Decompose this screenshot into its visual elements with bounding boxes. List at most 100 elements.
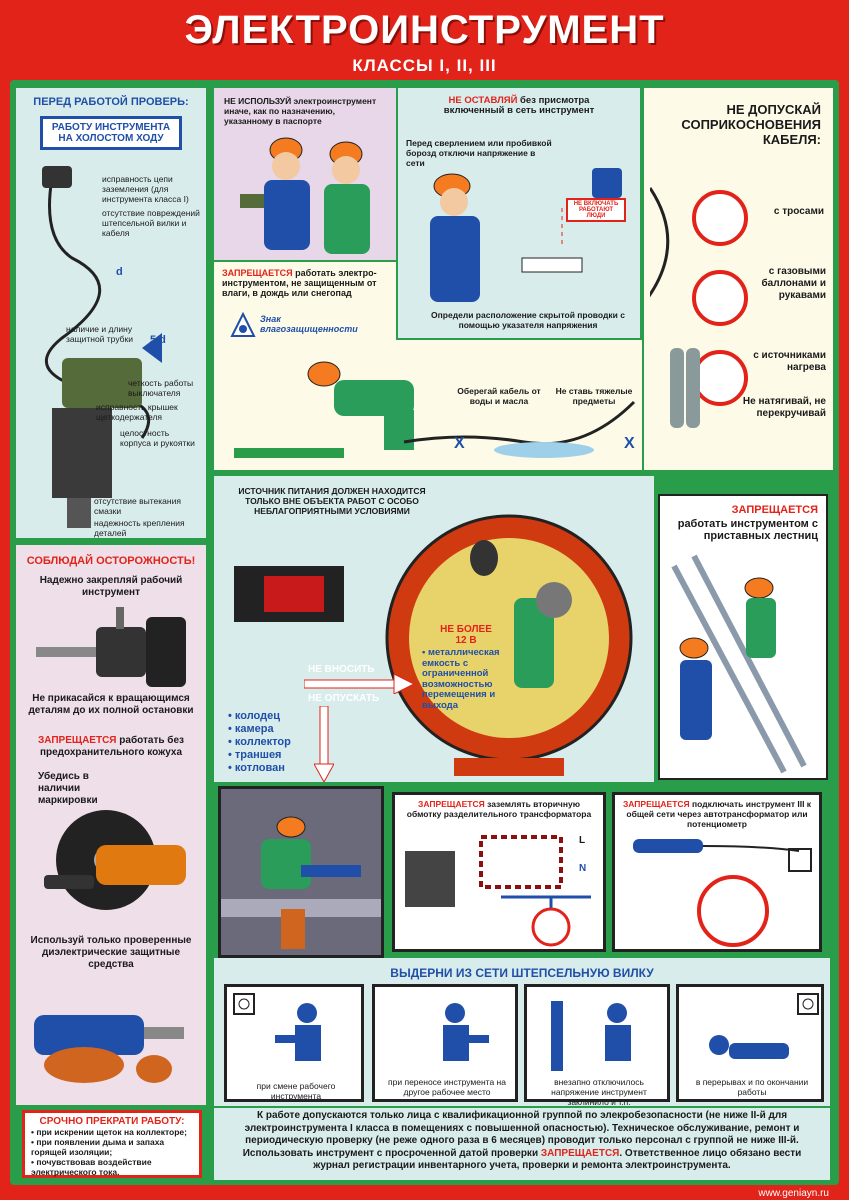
check-heading: ПЕРЕД РАБОТОЙ ПРОВЕРЬ: (33, 96, 189, 108)
autotransformer-red: ЗАПРЕЩАЕТСЯ (622, 799, 690, 809)
svg-text:X: X (624, 435, 635, 452)
do-not-switch-sign: НЕ ВКЛЮЧАТЬ РАБОТАЮТ ЛЮДИ (566, 198, 626, 222)
five-d-label: 5 d (150, 334, 166, 346)
check-item-5: исправность крышек щеткодержателя (96, 402, 178, 422)
unplug-card-3: внезапно отключилось напряжение инструме… (524, 984, 670, 1107)
check-item-7: отсутствие вытекания смазки (94, 496, 181, 516)
socket-plug-icon (233, 993, 255, 1015)
caution-heading: СОБЛЮДАЙ ОСТОРОЖНОСТЬ! (26, 555, 196, 567)
check-item-8: надежность крепления деталей (94, 518, 185, 538)
workers-illustration (240, 137, 370, 254)
grinder-icon (44, 810, 186, 910)
unplug-card-2-text: при переносе инструмента на другое рабоч… (388, 1077, 506, 1097)
drill-chuck-icon (36, 607, 186, 687)
caution-text-3: ЗАПРЕЩАЕТСЯ работать без предохранительн… (26, 735, 196, 759)
cable-heading: НЕ ДОПУСКАЙ СОПРИКОСНОВЕНИЯ КАБЕЛЯ: (681, 102, 821, 147)
requirements-red: ЗАПРЕЩАЕТСЯ (540, 1147, 620, 1159)
moisture-panel: ЗАПРЕЩАЕТСЯ работать электро- инструмент… (214, 262, 396, 342)
unplug-card-4: в перерывах и по окончании работы (676, 984, 824, 1102)
unattended-body: без присмотра включенный в сеть инструме… (443, 95, 595, 116)
transformer-red: ЗАПРЕЩАЕТСЯ (418, 799, 485, 809)
purpose-text: НЕ ИСПОЛЬЗУЙ электроинструмент иначе, ка… (224, 96, 377, 126)
unplug-card-1: при смене рабочего инструмента (224, 984, 364, 1102)
unplug-card-1-text: при смене рабочего инструмента (256, 1081, 336, 1101)
unattended-panel: НЕ ОСТАВЛЯЙ без присмотра включенный в с… (398, 88, 640, 338)
cable-hazard-icons (650, 187, 748, 428)
unplug-card-4-text: в перерывах и по окончании работы (695, 1077, 809, 1097)
ladder-text: работать инструментом с приставных лестн… (677, 518, 818, 542)
tank-text: • металлическая емкость с ограниченной в… (422, 647, 500, 711)
check-item-2: отсутствие повреждений штепсельной вилки… (102, 208, 200, 238)
check-before-work-panel: ПЕРЕД РАБОТОЙ ПРОВЕРЬ: РАБОТУ ИНСТРУМЕНТ… (16, 88, 206, 538)
stop-item-2: • при появлении дыма и запаха горящей из… (31, 1137, 165, 1157)
cable-item-1: с тросами (773, 206, 824, 217)
autotransformer-panel: ЗАПРЕЩАЕТСЯ подключать инструмент III к … (612, 792, 822, 952)
cable-contact-panel: НЕ ДОПУСКАЙ СОПРИКОСНОВЕНИЯ КАБЕЛЯ: с тр… (644, 88, 833, 470)
caution-text-1: Надежно закрепляй рабочий инструмент (39, 575, 183, 598)
purpose-panel: НЕ ИСПОЛЬЗУЙ электроинструмент иначе, ка… (214, 88, 396, 260)
autotransformer-body: подключать инструмент III к общей сети ч… (626, 799, 812, 829)
trench-panel (218, 786, 384, 958)
d-label: d (116, 266, 123, 278)
moisture-body: работать электро- инструментом, не защищ… (222, 268, 377, 298)
transformer-panel: ЗАПРЕЩАЕТСЯ заземлять вторичную обмотку … (392, 792, 606, 952)
phase-N: N (579, 863, 587, 874)
caution-text-4: Убедись в наличии маркировки (38, 771, 98, 806)
unplug-heading: ВЫДЕРНИ ИЗ СЕТИ ШТЕПСЕЛЬНУЮ ВИЛКУ (390, 966, 654, 980)
place-list-1: • колодец (228, 710, 280, 722)
stop-work-box: СРОЧНО ПРЕКРАТИ РАБОТУ: • при искрении щ… (22, 1110, 202, 1178)
socket-plug-icon-2 (797, 993, 819, 1015)
requirements-body-b: . Ответственное лицо обязано вести журна… (313, 1147, 802, 1172)
moisture-red: ЗАПРЕЩАЕТСЯ (222, 268, 293, 278)
stop-item-3: • почувствовав воздействие электрическог… (31, 1157, 152, 1177)
caution-text-5: Используй только проверенные диэлектриче… (30, 935, 192, 970)
worker-tester-illustration (430, 168, 622, 302)
place-list-2: • камера (228, 723, 274, 735)
check-item-6: целостность корпуса и рукоятки (120, 428, 195, 448)
protect-cable-text: Оберегай кабель от воды и масла (457, 386, 541, 406)
caution-text-2: Не прикасайся к вращающимся деталям до и… (28, 693, 194, 716)
unattended-text: НЕ ОСТАВЛЯЙ без присмотра включенный в с… (428, 96, 610, 116)
autotransformer-text: ЗАПРЕЩАЕТСЯ подключать инструмент III к … (621, 799, 813, 829)
disconnect-text: Перед сверлением или пробивкой борозд от… (406, 138, 552, 168)
requirements-text: К работе допускаются только лица с квали… (214, 1108, 830, 1180)
unattended-red: НЕ ОСТАВЛЯЙ (448, 95, 518, 106)
generator-icon (234, 566, 344, 622)
cable-item-3: с источниками нагрева (753, 350, 826, 373)
gloved-drill-icon (34, 1015, 184, 1083)
no-heavy-text: Не ставь тяжелые предметы (555, 386, 633, 406)
tank-panel: ИСТОЧНИК ПИТАНИЯ ДОЛЖЕН НАХОДИТСЯ ТОЛЬКО… (214, 476, 654, 782)
cable-item-4: Не натягивай, не перекручивай (742, 396, 826, 419)
power-source-text: ИСТОЧНИК ПИТАНИЯ ДОЛЖЕН НАХОДИТСЯ ТОЛЬКО… (238, 486, 426, 516)
ladder-red: ЗАПРЕЩАЕТСЯ (731, 504, 818, 516)
worker-power-out-icon (551, 1001, 631, 1071)
right-arrow-icon (304, 674, 414, 694)
transformer-body: заземлять вторичную обмотку разделительн… (406, 799, 592, 819)
no-bring-label: НЕ ВНОСИТЬ (308, 664, 375, 675)
place-list-4: • траншея (228, 749, 282, 761)
water-drop-icon (230, 312, 256, 337)
phase-L: L (579, 835, 586, 846)
worker-rest-icon (709, 1035, 789, 1059)
place-list-3: • коллектор (228, 736, 291, 748)
cable-floor-panel: X X Оберегай кабель от воды и масла Не с… (214, 340, 642, 470)
requirements-body-a: К работе допускаются только лица с квали… (242, 1110, 800, 1159)
check-item-1: исправность цепи заземления (для инструм… (102, 174, 189, 204)
poster-title: ЭЛЕКТРОИНСТРУМЕНТ (184, 8, 665, 52)
trench-worker-illustration (221, 816, 381, 949)
plug-cable-icon (42, 166, 162, 528)
down-arrow-icon (314, 706, 334, 782)
autotransformer-diagram (633, 839, 812, 947)
hidden-wiring-text: Определи расположение скрытой проводки с… (431, 310, 625, 330)
kneeling-worker-illustration: X X (234, 361, 636, 458)
moisture-text: ЗАПРЕЩАЕТСЯ работать электро- инструмент… (222, 268, 388, 298)
site-url: www.geniayn.ru (758, 1188, 829, 1199)
transformer-text: ЗАПРЕЩАЕТСЯ заземлять вторичную обмотку … (401, 799, 597, 819)
unplug-card-3-text: внезапно отключилось напряжение инструме… (551, 1077, 647, 1107)
caution-text-3-body: работать без предохранительного кожуха (39, 735, 184, 758)
no-lower-label: НЕ ОПУСКАТЬ (308, 693, 380, 704)
stop-item-1: • при искрении щеток на коллекторе; (31, 1127, 187, 1137)
tank-illustration (385, 514, 633, 776)
ladder-workers-illustration (671, 554, 807, 774)
ladder-panel: ЗАПРЕЩАЕТСЯ работать инструментом с прис… (658, 494, 828, 780)
